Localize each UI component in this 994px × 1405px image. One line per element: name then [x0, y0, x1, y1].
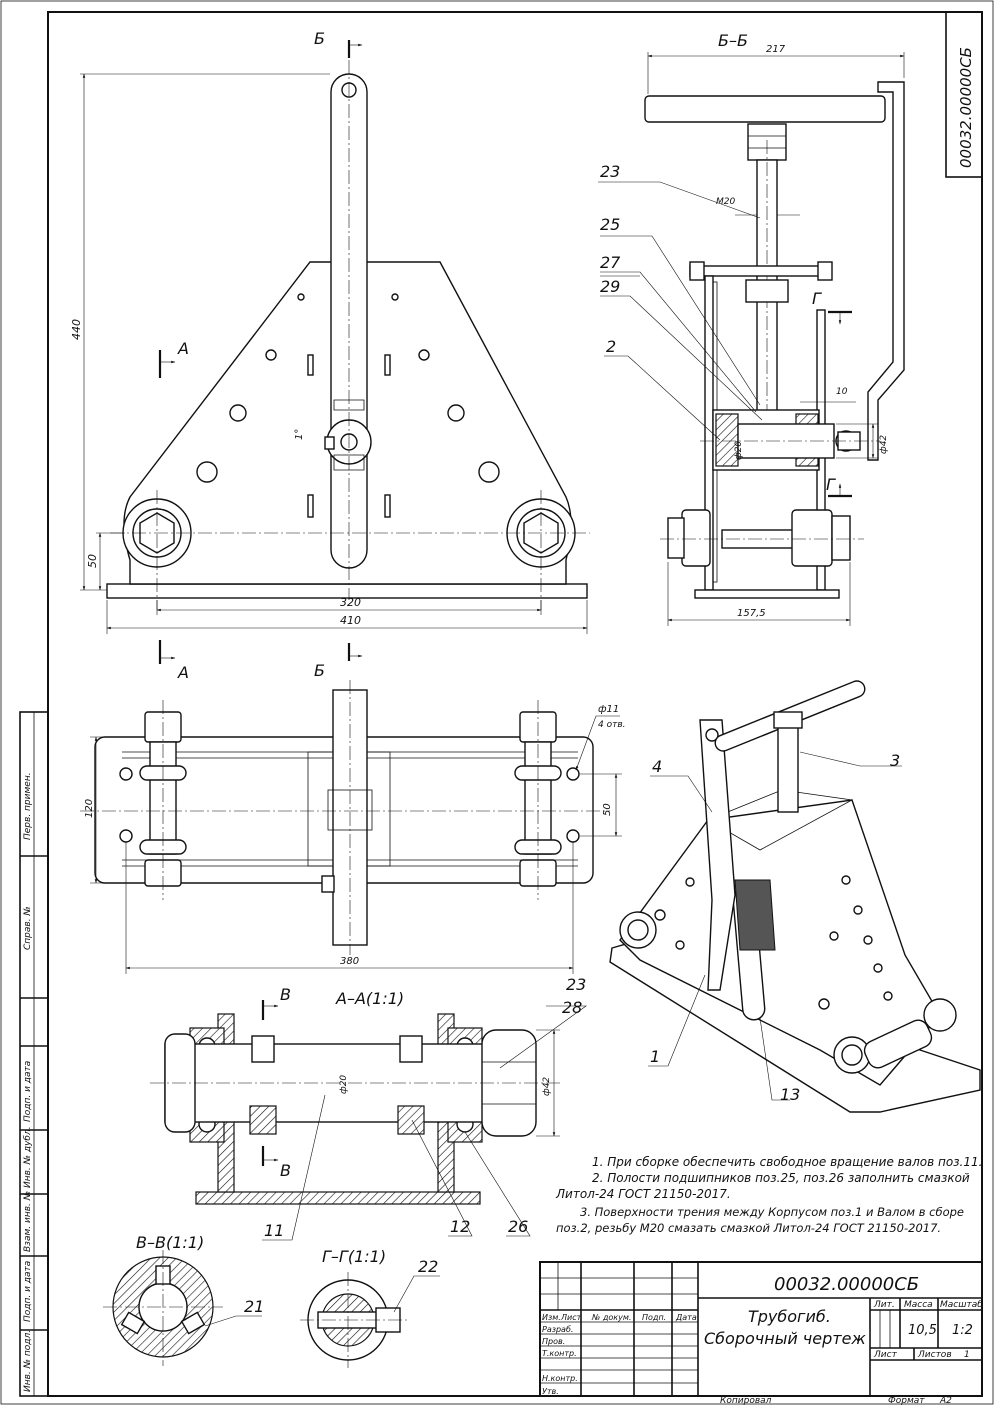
title-block: 00032.00000СБ Трубогиб. Сборочный чертеж… — [539, 1261, 983, 1397]
strip-podp-data-2: Подп. и дата — [23, 1261, 33, 1322]
section-gg-title: Г–Г(1:1) — [322, 1247, 386, 1266]
col-sign: Подп. — [642, 1313, 666, 1322]
strip-inv-dubl: Инв. № дубл. — [23, 1126, 33, 1188]
pos-29: 29 — [600, 277, 620, 296]
dim-380: 380 — [340, 956, 359, 967]
title-sheets-label: Листов — [917, 1350, 952, 1360]
strip-inv-podl: Инв. № подл. — [23, 1330, 33, 1392]
dim-phi20-bb: ф20 — [734, 441, 744, 460]
section-gg-view: Г–Г(1:1) 22 — [300, 1247, 440, 1368]
pos-23-bb: 23 — [600, 162, 620, 181]
plan-view: 120 50 380 ф11 4 отв. — [80, 680, 626, 974]
title-name-1: Трубогиб. — [748, 1307, 831, 1326]
document-code-box: 00032.00000СБ — [945, 11, 983, 178]
document-code-rotated: 00032.00000СБ — [957, 47, 975, 168]
title-scale-label: Масштаб — [940, 1300, 983, 1310]
section-v-top: В — [280, 985, 291, 1004]
section-vv-title: В–В(1:1) — [136, 1233, 204, 1252]
isometric-view: 3 4 1 13 — [609, 680, 981, 1113]
dim-50-base: 50 — [86, 554, 99, 568]
section-bb-title: Б–Б — [718, 31, 748, 50]
row-utv: Утв. — [542, 1387, 559, 1396]
technical-notes: 1. При сборке обеспечить свободное враще… — [555, 1155, 982, 1235]
dim-10: 10 — [836, 387, 848, 397]
pos-21: 21 — [244, 1297, 264, 1316]
title-sheets-value: 1 — [964, 1350, 970, 1360]
note-2: 2. Полости подшипников поз.25, поз.26 за… — [592, 1171, 970, 1185]
front-view: 440 50 320 410 1° Б Б А А — [70, 29, 590, 682]
pos-1: 1 — [650, 1047, 660, 1066]
left-strip: Перв. примен. Справ. № Подп. и дата Инв.… — [19, 711, 49, 1397]
dim-410: 410 — [340, 614, 361, 627]
section-g-top: Г — [812, 289, 822, 308]
section-bb-view: Б–Б 217 M20 — [598, 31, 905, 626]
section-v-bottom: В — [280, 1161, 291, 1180]
footer-format-label: Формат — [888, 1396, 925, 1405]
row-nkontr: Н.контр. — [542, 1374, 578, 1383]
note-2-cont: Литол-24 ГОСТ 21150-2017. — [555, 1187, 731, 1201]
strip-sprav-no: Справ. № — [23, 906, 33, 950]
pos-27: 27 — [600, 253, 621, 272]
strip-podp-data-1: Подп. и дата — [23, 1061, 33, 1122]
pos-28: 28 — [562, 998, 582, 1017]
section-g-bottom: Г — [826, 475, 836, 494]
dim-phi11: ф11 — [598, 704, 619, 715]
section-aa-title: А–А(1:1) — [335, 989, 404, 1008]
section-aa-view: А–А(1:1) ф20 ф42 — [150, 975, 587, 1241]
dim-phi42-aa: ф42 — [542, 1077, 552, 1096]
pos-4: 4 — [652, 757, 662, 776]
section-b-top: Б — [314, 29, 325, 48]
pos-26: 26 — [508, 1217, 528, 1236]
note-3-cont: поз.2, резьбу М20 смазать смазкой Литол-… — [556, 1221, 941, 1235]
dim-angle: 1° — [294, 429, 305, 440]
dim-440: 440 — [70, 319, 83, 340]
dim-120: 120 — [84, 799, 95, 818]
pos-12: 12 — [450, 1217, 470, 1236]
row-tkontr: Т.контр. — [542, 1349, 577, 1358]
dim-157-5: 157,5 — [737, 608, 766, 619]
dim-m20: M20 — [716, 197, 735, 207]
pos-2: 2 — [606, 337, 616, 356]
footer-kopiroval: Копировал — [720, 1396, 772, 1405]
footer-format-value: А2 — [939, 1396, 952, 1405]
dim-320: 320 — [340, 596, 361, 609]
col-doc: № докум. — [591, 1313, 631, 1322]
pos-25: 25 — [600, 215, 620, 234]
dim-50-plan: 50 — [602, 803, 613, 816]
pos-13: 13 — [780, 1085, 800, 1104]
col-izm: Изм. — [542, 1313, 561, 1322]
section-a-bottom: А — [177, 663, 189, 682]
section-b-bottom: Б — [314, 661, 325, 680]
title-designation: 00032.00000СБ — [774, 1274, 919, 1295]
dim-217: 217 — [766, 44, 786, 55]
pos-3: 3 — [890, 751, 900, 770]
dim-hole-count: 4 отв. — [598, 720, 626, 730]
col-list: Лист — [560, 1313, 582, 1322]
title-scale-value: 1:2 — [952, 1323, 973, 1338]
pos-22: 22 — [418, 1257, 438, 1276]
note-3: 3. Поверхности трения между Корпусом поз… — [580, 1205, 964, 1219]
section-vv-view: В–В(1:1) 21 — [103, 1233, 264, 1366]
row-razrab: Разраб. — [542, 1325, 573, 1334]
title-mass-value: 10,5 — [908, 1323, 937, 1338]
title-lit-label: Лит. — [873, 1300, 895, 1310]
pos-11: 11 — [264, 1221, 284, 1240]
title-mass-label: Масса — [904, 1300, 933, 1310]
dim-phi20-aa: ф20 — [339, 1075, 349, 1094]
row-prov: Пров. — [542, 1337, 565, 1346]
col-date: Дата — [675, 1313, 697, 1322]
strip-perv-primen: Перв. примен. — [23, 772, 33, 840]
title-sheet-label: Лист — [873, 1350, 898, 1360]
sheet-footer: Копировал Формат А2 — [720, 1396, 952, 1405]
note-1: 1. При сборке обеспечить свободное враще… — [592, 1155, 982, 1169]
title-name-2: Сборочный чертеж — [704, 1329, 866, 1348]
dim-phi42-bb: ф42 — [879, 435, 889, 454]
strip-vzam-inv: Взам. инв. № — [23, 1191, 33, 1252]
section-a-top: А — [177, 339, 189, 358]
pos-23-aa: 23 — [566, 975, 586, 994]
